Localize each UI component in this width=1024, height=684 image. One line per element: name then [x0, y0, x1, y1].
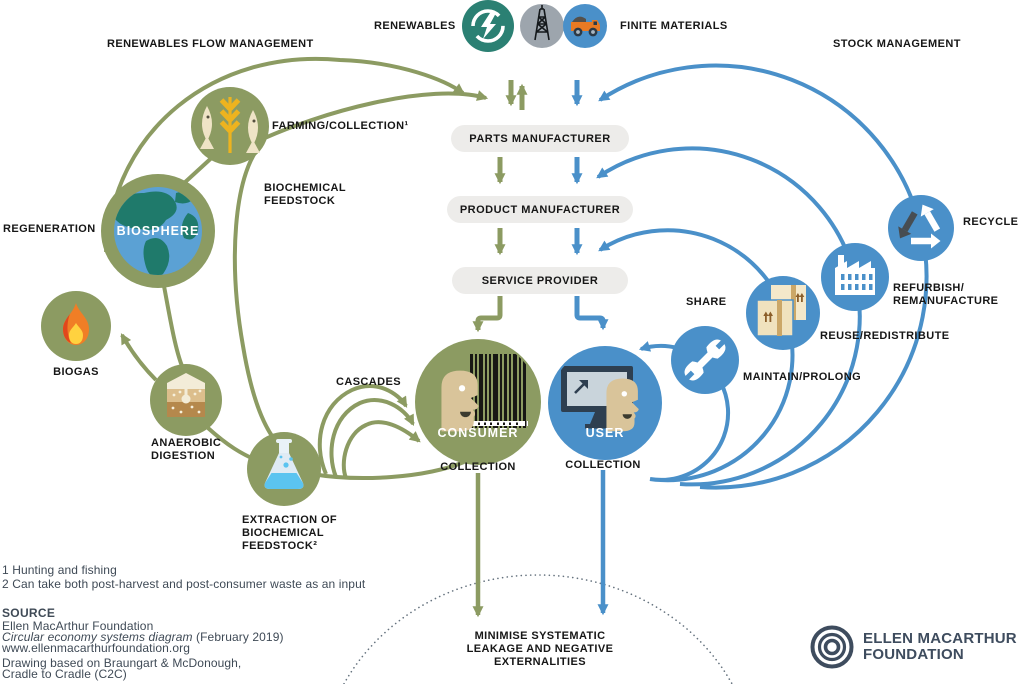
label-extraction: EXTRACTION OF BIOCHEMICAL FEEDSTOCK² — [242, 514, 338, 552]
emf-logo — [810, 625, 854, 669]
reuse-boxes-icon — [746, 276, 820, 350]
label-share: SHARE — [686, 296, 727, 308]
label-renewables-flow-management: RENEWABLES FLOW MANAGEMENT — [107, 38, 314, 50]
finite-materials-truck-icon — [563, 4, 607, 48]
source-title: Circular economy systems diagram — [2, 630, 193, 644]
footnote-1: 1 Hunting and fishing — [2, 563, 117, 577]
label-biochemical-feedstock: BIOCHEMICAL FEEDSTOCK — [264, 182, 347, 207]
source-basis-1: Drawing based on Braungart & McDonough, — [2, 656, 242, 670]
consumer-face-icon — [441, 370, 479, 432]
service-provider-box: SERVICE PROVIDER — [452, 267, 628, 294]
label-farming-collection: FARMING/COLLECTION¹ — [272, 120, 409, 132]
label-collection-left: COLLECTION — [440, 461, 516, 473]
label-cascades: CASCADES — [336, 376, 401, 388]
user-icon — [548, 346, 662, 460]
biosphere-icon — [101, 174, 215, 288]
product-manufacturer-box: PRODUCT MANUFACTURER — [447, 196, 633, 223]
extraction-flask-icon — [247, 432, 321, 506]
green-column-arrows — [472, 80, 528, 618]
label-maintain-prolong: MAINTAIN/PROLONG — [743, 371, 862, 383]
label-user: USER — [585, 426, 625, 440]
source-url: www.ellenmacarthurfoundation.org — [2, 641, 190, 655]
label-biosphere: BIOSPHERE — [116, 224, 200, 238]
label-recycle: RECYCLE — [963, 216, 1019, 228]
biogas-icon — [41, 291, 111, 361]
parts-manufacturer-box: PARTS MANUFACTURER — [451, 125, 629, 152]
blue-column-arrows — [571, 80, 609, 616]
source-org: Ellen MacArthur Foundation — [2, 619, 154, 633]
source-title-line: Circular economy systems diagram (Februa… — [2, 631, 284, 643]
label-minimise: MINIMISE SYSTEMATIC LEAKAGE AND NEGATIVE… — [466, 630, 614, 668]
source-basis-2: Cradle to Cradle (C2C) — [2, 667, 127, 681]
emf-logo-text: ELLEN MACARTHUR FOUNDATION — [863, 631, 1017, 663]
label-finite-materials: FINITE MATERIALS — [620, 20, 728, 32]
maintain-wrench-icon — [671, 326, 739, 394]
footnote-2: 2 Can take both post-harvest and post-co… — [2, 577, 366, 591]
refurbish-factory-icon — [821, 243, 889, 311]
anaerobic-digestion-icon — [150, 364, 222, 436]
label-anaerobic-digestion: ANAEROBIC DIGESTION — [151, 437, 222, 462]
label-stock-management: STOCK MANAGEMENT — [833, 38, 961, 50]
label-biogas: BIOGAS — [53, 366, 99, 378]
label-consumer: CONSUMER — [437, 426, 519, 440]
consumer-icon — [415, 339, 541, 465]
source-label: SOURCE — [2, 606, 56, 620]
source-date: (February 2019) — [192, 630, 284, 644]
renewables-icon — [462, 0, 514, 52]
oil-derrick-icon — [520, 4, 564, 48]
emf-logo-line1: ELLEN MACARTHUR — [863, 630, 1017, 647]
label-regeneration: REGENERATION — [3, 223, 96, 235]
farming-collection-icon — [191, 87, 269, 165]
emf-logo-line2: FOUNDATION — [863, 646, 964, 663]
recycle-icon — [888, 195, 954, 261]
label-reuse-redistribute: REUSE/REDISTRIBUTE — [820, 330, 950, 342]
label-refurbish-remanufacture: REFURBISH/ REMANUFACTURE — [893, 282, 999, 307]
user-face-icon — [606, 378, 639, 432]
renewables-loops — [104, 56, 489, 480]
label-renewables: RENEWABLES — [374, 20, 456, 32]
label-collection-right: COLLECTION — [565, 459, 641, 471]
